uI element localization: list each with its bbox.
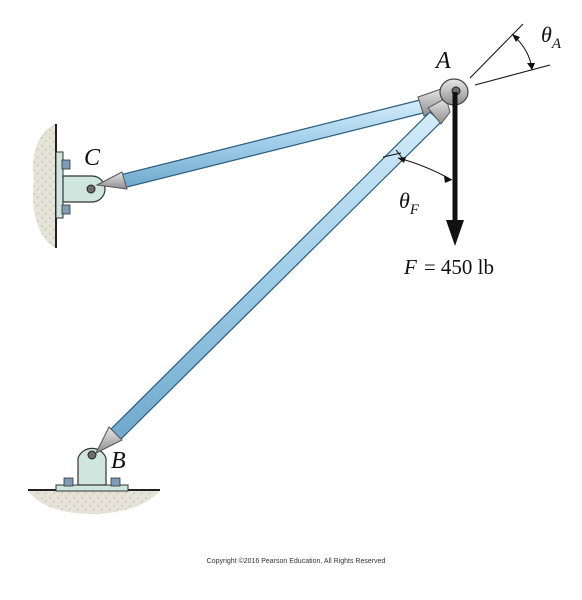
theta-a-symbol: θ <box>541 22 552 47</box>
member-ba <box>94 97 451 455</box>
label-c: C <box>84 145 101 171</box>
bracket-b <box>55 447 129 492</box>
theta-a-arc <box>469 23 551 86</box>
pin-b <box>87 450 97 460</box>
theta-f-subscript: F <box>409 202 420 218</box>
label-a: A <box>434 48 451 74</box>
member-ca <box>95 87 448 190</box>
label-b: B <box>111 448 126 474</box>
pin-c <box>86 184 96 194</box>
bracket-c <box>55 151 106 219</box>
force-label: F = 450 lb <box>403 255 494 279</box>
label-theta-f: θF <box>399 188 420 218</box>
ground-support <box>28 489 160 514</box>
label-theta-a: θA <box>541 22 562 52</box>
force-symbol: F <box>403 255 417 279</box>
theta-f-symbol: θ <box>399 188 410 213</box>
force-arrow <box>446 92 464 246</box>
force-value: = 450 lb <box>424 255 494 279</box>
copyright-text: Copyright ©2016 Pearson Education, All R… <box>207 557 386 565</box>
theta-f-arc <box>382 149 453 183</box>
theta-a-subscript: A <box>551 36 562 52</box>
wall-support <box>32 124 57 248</box>
